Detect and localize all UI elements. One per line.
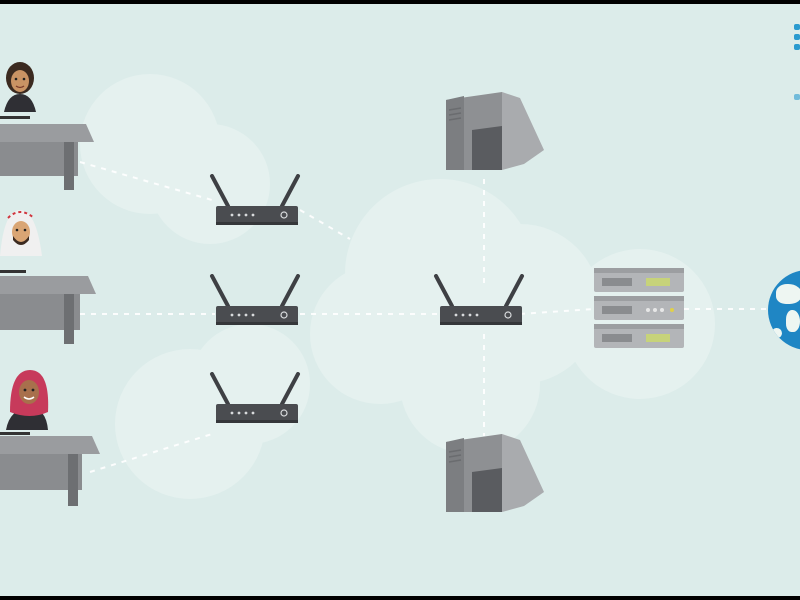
network-diagram — [0, 4, 800, 596]
wireless-router-icon — [210, 274, 300, 325]
desk-icon — [0, 276, 96, 344]
desk-icon — [0, 436, 100, 506]
rack-server-icon — [594, 268, 684, 348]
connection-links — [79, 161, 770, 473]
wireless-router-icon — [434, 274, 524, 325]
edge-mark — [794, 24, 800, 30]
link-router1-center — [299, 209, 351, 240]
wireless-router-icon — [210, 174, 300, 225]
person-icon — [0, 210, 42, 273]
edge-mark — [794, 44, 800, 50]
person-icon — [0, 62, 36, 119]
edge-mark — [794, 94, 800, 100]
link-router4-rack — [519, 308, 595, 315]
wireless-router-icon — [210, 372, 300, 423]
person-icon — [0, 370, 49, 435]
link-desk3-router3 — [89, 433, 213, 473]
workstation-3 — [0, 370, 100, 506]
tower-server-icon — [446, 434, 544, 512]
tower-server-icon — [446, 92, 544, 170]
link-desk1-router1 — [79, 161, 213, 201]
desk-icon — [0, 124, 94, 190]
edge-mark — [794, 34, 800, 40]
workstation-1 — [0, 62, 94, 190]
workstation-2 — [0, 210, 96, 344]
